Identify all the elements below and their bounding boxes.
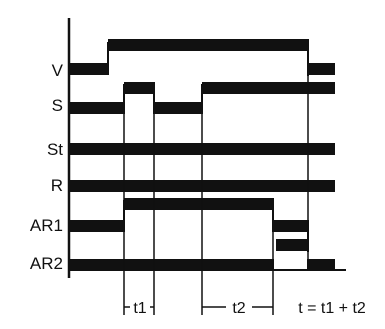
trace-s xyxy=(70,82,335,114)
signal-label-s: S xyxy=(52,96,63,115)
interval-label-t1: t1 xyxy=(133,300,146,317)
signal-label-r: R xyxy=(51,176,63,195)
signal-label-st: St xyxy=(47,140,63,159)
interval-label-t2: t2 xyxy=(232,300,245,317)
timing-markers xyxy=(123,76,309,315)
signal-label-ar1: AR1 xyxy=(30,216,63,235)
trace-v xyxy=(70,39,335,76)
signal-label-ar2: AR2 xyxy=(30,254,63,273)
trace-ar2 xyxy=(70,259,346,271)
timing-formula: t = t1 + t2 xyxy=(298,300,366,317)
signal-label-v: V xyxy=(52,61,64,80)
